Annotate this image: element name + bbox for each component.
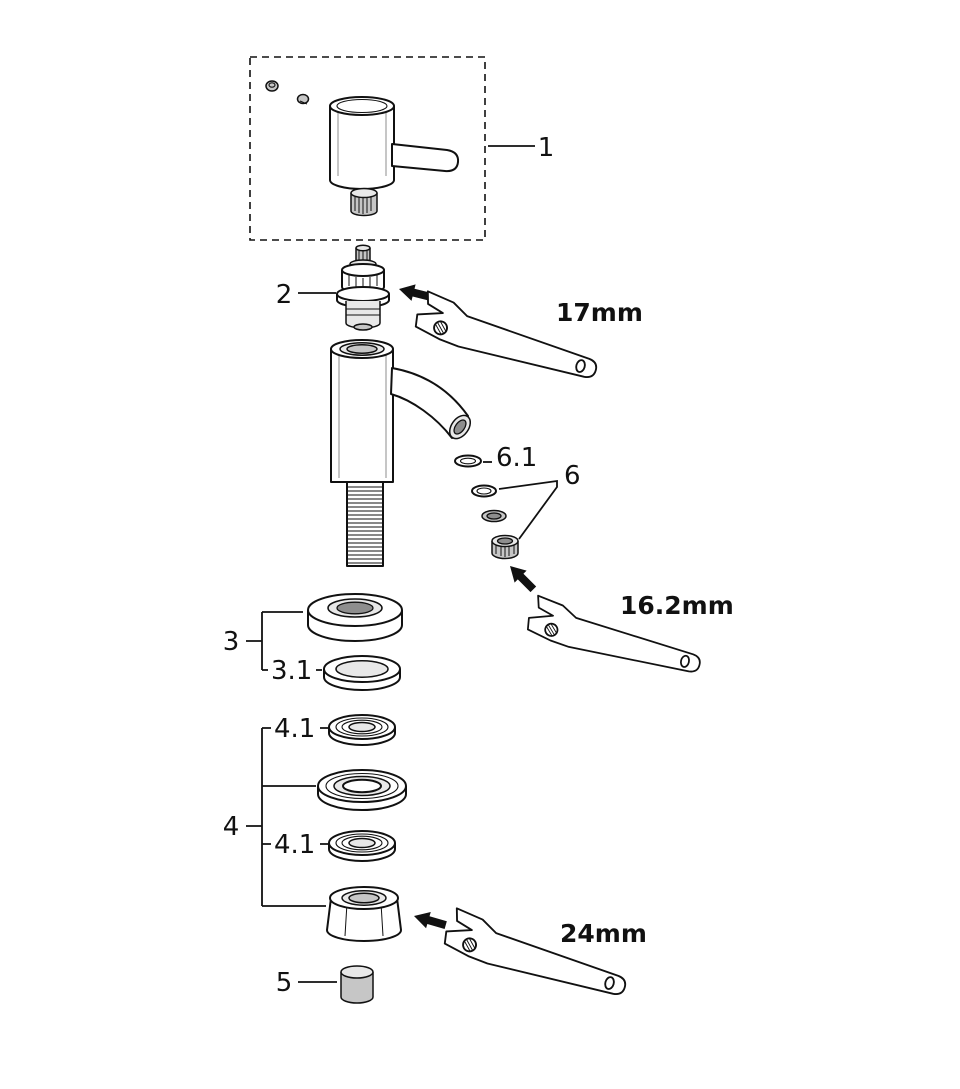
- cartridge-flange: [336, 286, 390, 302]
- nut-spline-lines: [348, 274, 378, 291]
- escutcheon-hole: [336, 601, 374, 615]
- part-4-label: 4: [223, 812, 240, 842]
- gasket-hole: [335, 660, 389, 678]
- adapter-knurl-lines: [354, 194, 372, 214]
- part-1-boundary-box: [249, 56, 486, 241]
- cartridge-ridge-lines: [346, 308, 380, 316]
- part-4-1-bottom-label: 4.1: [274, 830, 315, 860]
- oring-outer: [454, 454, 482, 468]
- faucet-body: [330, 339, 472, 567]
- collar-threaded-mouth: [346, 344, 378, 354]
- arrow-icon: [503, 559, 540, 596]
- body-shading-lines: [338, 354, 387, 478]
- part-4-bracket-lines: [246, 727, 328, 907]
- set-screw-slot: [299, 100, 308, 105]
- body-cylinder: [330, 349, 394, 483]
- part-6-mousseur-parts: [471, 484, 519, 560]
- handle-shading-lines: [337, 112, 387, 176]
- part-4-1-washer-top: [328, 714, 396, 746]
- cartridge-tip: [353, 323, 373, 331]
- washer-hole: [342, 778, 382, 794]
- part-3-1-label: 3.1: [271, 656, 312, 686]
- wrench-17mm-size-label: 17mm: [556, 298, 643, 327]
- part-3-1-gasket: [323, 655, 401, 691]
- part-1-label: 1: [538, 133, 555, 163]
- part-4-mounting-nut: [326, 886, 402, 942]
- part-1-handle-assembly: [265, 80, 460, 217]
- part-5-label: 5: [276, 968, 293, 998]
- stem-top: [355, 244, 371, 252]
- flow-ring-hole: [476, 487, 492, 495]
- nut-threaded-hole: [348, 892, 380, 904]
- wrench-16-2mm-size-label: 16.2mm: [620, 591, 734, 620]
- part-5-cap: [340, 965, 374, 1004]
- cap-top: [340, 965, 374, 979]
- flow-ring: [471, 484, 497, 498]
- wrench-24mm-size-label: 24mm: [560, 919, 647, 948]
- part-2-cartridge: [336, 244, 390, 331]
- part-3-label: 3: [223, 627, 240, 657]
- adapter-top: [350, 187, 378, 199]
- part-2-label: 2: [276, 280, 293, 310]
- part-3-escutcheon: [307, 593, 403, 642]
- part-6-1-oring: [454, 454, 482, 468]
- set-screws: [265, 80, 310, 105]
- handle-top-seam: [336, 98, 388, 114]
- handle-adapter: [350, 187, 378, 217]
- spout-outlet-bore: [453, 419, 467, 435]
- part-4-1-washer-bottom: [328, 830, 396, 862]
- washer-ring: [325, 772, 399, 800]
- handle-body: [329, 106, 395, 190]
- part-4-washer-large: [317, 769, 407, 811]
- arrow-icon: [411, 907, 449, 934]
- part-6-bracket-lines: [498, 479, 558, 540]
- thread-lines: [348, 486, 382, 564]
- oring-inner: [459, 457, 477, 465]
- cap-body: [340, 972, 374, 1004]
- part-6-1-label: 6.1: [496, 443, 537, 473]
- aerator-bore: [496, 537, 514, 545]
- cartridge-nut-top: [341, 263, 385, 277]
- part-3-bracket-lines: [246, 611, 322, 671]
- mesh-ring-center: [486, 512, 502, 520]
- part-4-1-top-label: 4.1: [274, 714, 315, 744]
- set-screw-socket: [268, 82, 276, 88]
- part-6-label: 6: [564, 461, 581, 491]
- handle-lever: [391, 143, 460, 173]
- aerator-knurl-lines: [495, 543, 515, 557]
